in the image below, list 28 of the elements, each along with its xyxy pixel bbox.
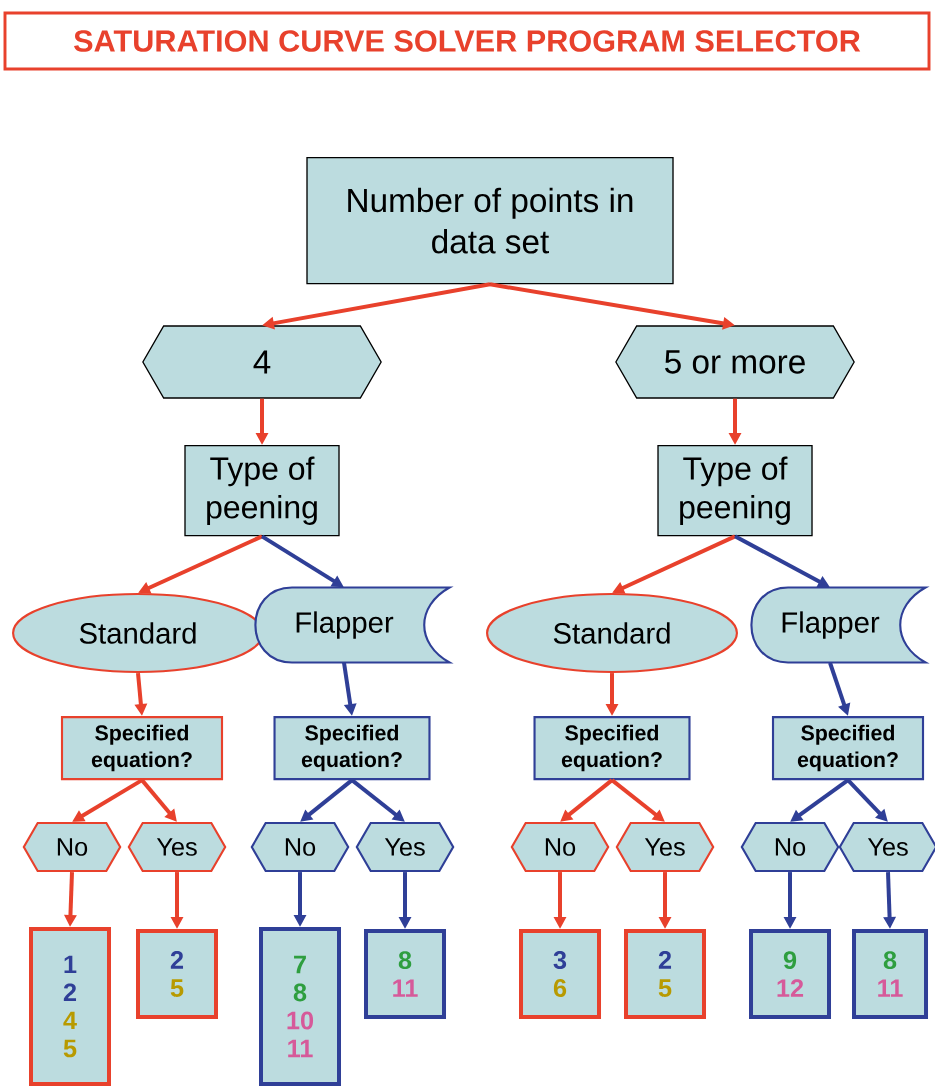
program-number-box: 3 6 [519,929,601,1019]
hexagon-box: 5 or more [615,325,855,399]
process-box: Specified equation? [771,716,925,781]
program-number-box: 7 8 10 11 [259,927,341,1086]
program-number-box: 2 5 [136,929,218,1019]
hexagon-box: No [250,821,350,873]
program-number-box: 2 5 [624,929,706,1019]
hexagon-box: Yes [838,821,935,873]
process-box: Specified equation? [60,716,224,781]
hexagon-box: Yes [615,821,715,873]
hexagon-box: No [22,821,122,873]
process-box: Number of points in data set [306,157,674,285]
program-number-box: 8 11 [852,929,928,1019]
process-box: Specified equation? [273,716,431,781]
process-box: Specified equation? [533,716,691,781]
process-box: Type of peening [657,445,813,537]
process-box: Type of peening [184,445,340,537]
program-number-box: 8 11 [364,929,446,1019]
program-number-box: 1 2 4 5 [29,927,111,1086]
hexagon-box: Yes [127,821,227,873]
hexagon-box: 4 [142,325,382,399]
program-number-box: 9 12 [749,929,831,1019]
hexagon-box: No [740,821,840,873]
hexagon-box: Yes [355,821,455,873]
ellipse-node: Standard [12,592,264,674]
hexagon-box: No [510,821,610,873]
ellipse-node: Standard [486,592,738,674]
title-box: SATURATION CURVE SOLVER PROGRAM SELECTOR [3,11,931,71]
